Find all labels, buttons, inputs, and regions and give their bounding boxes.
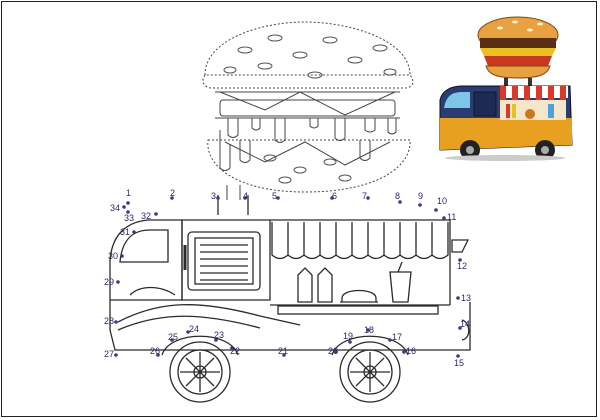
dot-label-17: 17 xyxy=(392,332,403,342)
dot xyxy=(122,205,126,209)
dot-label-29: 29 xyxy=(104,277,115,287)
dot-label-20: 20 xyxy=(328,346,339,356)
dot xyxy=(388,338,392,342)
dot-label-28: 28 xyxy=(104,316,115,326)
dot xyxy=(186,330,190,334)
dot-label-24: 24 xyxy=(189,324,200,334)
dot xyxy=(276,196,280,200)
dot xyxy=(170,196,174,200)
dot-label-13: 13 xyxy=(461,293,472,303)
dot-label-11: 11 xyxy=(447,212,457,222)
dot xyxy=(120,254,124,258)
dot xyxy=(114,320,118,324)
dot xyxy=(456,296,460,300)
dot xyxy=(170,338,174,342)
dot xyxy=(282,353,286,357)
dot-label-2: 2 xyxy=(170,188,176,198)
dot xyxy=(126,201,130,205)
dot-label-16: 16 xyxy=(406,346,417,356)
dot-label-30: 30 xyxy=(108,251,119,261)
dot-label-21: 21 xyxy=(278,346,289,356)
dot-label-22: 22 xyxy=(230,346,241,356)
dot-label-32: 32 xyxy=(141,211,152,221)
dot xyxy=(116,280,120,284)
dot xyxy=(398,200,402,204)
dot-label-18: 18 xyxy=(364,325,375,335)
dot xyxy=(458,326,462,330)
dot-label-7: 7 xyxy=(362,191,368,201)
dot xyxy=(330,196,334,200)
dot-label-3: 3 xyxy=(211,191,217,201)
dot-label-26: 26 xyxy=(150,346,161,356)
dot xyxy=(214,338,218,342)
dot xyxy=(126,210,130,214)
burger-outline xyxy=(202,21,414,200)
dot xyxy=(456,354,460,358)
dot-label-27: 27 xyxy=(104,349,115,359)
dot-label-31: 31 xyxy=(120,227,131,237)
dot-label-23: 23 xyxy=(214,330,225,340)
dot-label-8: 8 xyxy=(395,191,401,201)
dot-label-15: 15 xyxy=(454,358,465,368)
dot-points xyxy=(114,196,462,358)
dot-label-9: 9 xyxy=(418,191,424,201)
dot xyxy=(154,212,158,216)
dot-label-34: 34 xyxy=(110,203,121,213)
dot-label-19: 19 xyxy=(343,331,354,341)
dot xyxy=(243,196,247,200)
dot-label-25: 25 xyxy=(168,332,179,342)
dot xyxy=(230,346,234,350)
dot-label-14: 14 xyxy=(460,319,471,329)
dot xyxy=(418,203,422,207)
dot xyxy=(156,353,160,357)
dot-label-10: 10 xyxy=(437,196,448,206)
dot xyxy=(216,196,220,200)
dot-label-1: 1 xyxy=(126,188,132,198)
dot xyxy=(348,340,352,344)
dot-label-5: 5 xyxy=(272,191,278,201)
dot xyxy=(132,230,136,234)
dot-label-4: 4 xyxy=(243,191,249,201)
dot xyxy=(366,196,370,200)
dot-label-33: 33 xyxy=(124,213,135,223)
dot xyxy=(402,350,406,354)
dot-label-6: 6 xyxy=(332,191,338,201)
dot-label-12: 12 xyxy=(457,261,468,271)
dot xyxy=(458,258,462,262)
dot xyxy=(434,208,438,212)
dot xyxy=(114,353,118,357)
dot xyxy=(334,350,338,354)
dot xyxy=(366,328,370,332)
truck-outline xyxy=(109,195,471,403)
dot xyxy=(442,216,446,220)
